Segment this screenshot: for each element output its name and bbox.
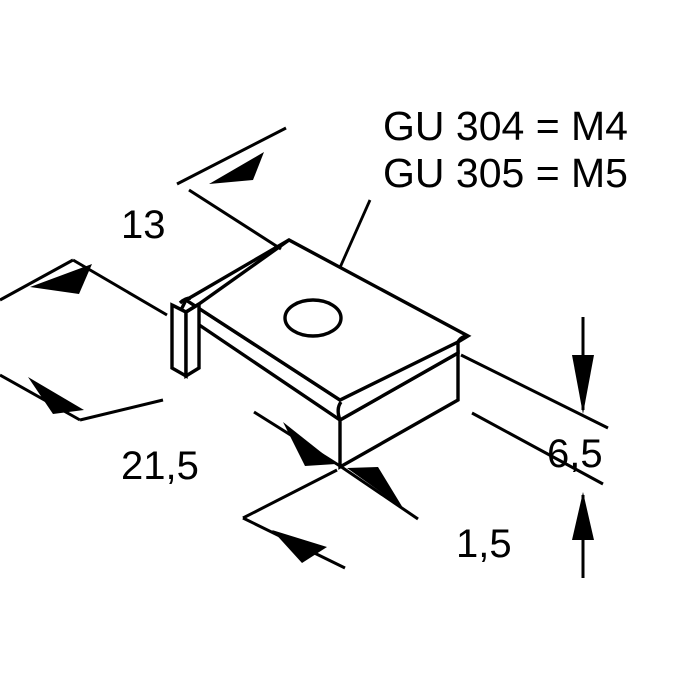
dim-6-5-extension-upper: [460, 353, 609, 430]
dim-6-5-extension-lower: [471, 411, 604, 486]
note-line-2: GU 305 = M5: [383, 150, 628, 196]
dimension-21-5: 21,5: [0, 258, 199, 488]
dimension-13: 13: [121, 126, 287, 251]
through-hole: [283, 298, 343, 338]
dim-1-5-label: 1,5: [456, 522, 512, 566]
left-flange-side-face: [184, 300, 201, 380]
note-line-1: GU 304 = M4: [383, 103, 628, 149]
dim-6-5-arrow-top: [572, 355, 594, 414]
left-flange-inner-edge: [198, 238, 290, 306]
left-flange-top-edge: [171, 302, 200, 314]
top-right-bevel-edge: [456, 334, 469, 343]
dimension-6-5: 6,5: [460, 317, 609, 578]
dimension-1-5: 1,5: [242, 410, 512, 570]
dim-21-5-dimline-lower: [79, 398, 164, 422]
dim-21-5-extension-lower: [0, 373, 81, 422]
dim-13-label: 13: [121, 203, 166, 247]
dim-1-5-leader-lower: [242, 516, 346, 570]
dim-1-5-arrow-upper-right: [347, 467, 403, 508]
dim-1-5-line-upper-right: [339, 464, 419, 521]
dim-21-5-extension-upper: [0, 258, 74, 302]
dim-21-5-arrow-upper: [30, 264, 92, 294]
part-clamp-isometric: [170, 238, 472, 470]
top-left-bevel-edge: [178, 296, 192, 305]
dim-6-5-arrow-bottom: [572, 492, 594, 540]
dim-21-5-label: 21,5: [121, 444, 199, 488]
dim-1-5-arrow-upper-left: [283, 422, 336, 466]
dim-13-arrow-head-solid: [209, 152, 264, 184]
right-flange-corner-round: [336, 400, 343, 421]
dim-13-extension-lower: [188, 188, 282, 251]
dim-6-5-label: 6,5: [547, 432, 603, 476]
dim-1-5-line-lower: [242, 468, 338, 520]
dim-21-5-arrow-lower: [28, 377, 84, 414]
dim-13-extension-upper: [176, 126, 287, 186]
left-flange-front-face: [170, 302, 188, 379]
